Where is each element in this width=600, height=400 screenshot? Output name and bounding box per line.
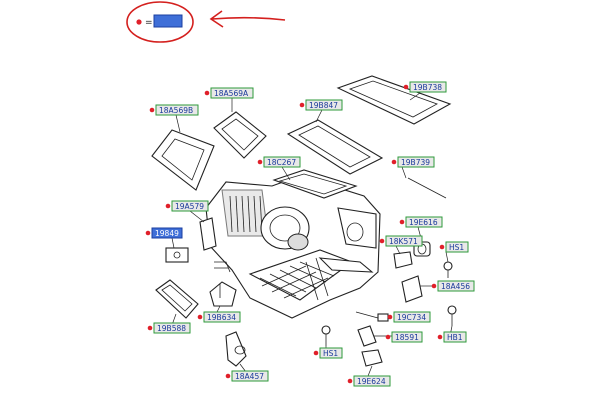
part-hvac-housing-18C267: [205, 169, 381, 319]
svg-text:19E624: 19E624: [357, 377, 386, 386]
part-seal-18A569B: [151, 129, 215, 191]
parts-line-art: [151, 75, 457, 367]
part-actuator-19849: [165, 247, 189, 263]
label-19B847[interactable]: 19B847: [299, 99, 343, 111]
svg-text:18C267: 18C267: [267, 158, 296, 167]
red-hand-drawn-circle: [126, 1, 194, 43]
label-19B634[interactable]: 19B634: [197, 311, 241, 323]
svg-text:19B634: 19B634: [207, 313, 236, 322]
label-HS1-upper[interactable]: HS1: [439, 241, 469, 253]
svg-text:18A456: 18A456: [441, 282, 470, 291]
part-gasket-19B738: [336, 75, 452, 125]
legend-highlight-box: [153, 14, 183, 28]
svg-text:HS1: HS1: [323, 349, 338, 358]
part-bracket-19A579: [199, 217, 217, 251]
label-18C267[interactable]: 18C267: [257, 156, 301, 168]
part-cover-19B588: [155, 279, 199, 319]
label-19E616[interactable]: 19E616: [399, 216, 443, 228]
label-18A457[interactable]: 18A457: [225, 370, 269, 382]
svg-text:18A569B: 18A569B: [159, 106, 193, 115]
svg-text:18A569A: 18A569A: [214, 89, 249, 98]
label-19B588[interactable]: 19B588: [147, 322, 191, 334]
label-18591[interactable]: 18591: [385, 331, 423, 343]
part-seal-18A569A: [213, 111, 267, 159]
svg-text:18K571: 18K571: [389, 237, 418, 246]
label-18A569A[interactable]: 18A569A: [204, 87, 254, 99]
svg-text:19A579: 19A579: [175, 202, 204, 211]
label-18K571[interactable]: 18K571: [379, 235, 423, 247]
svg-text:19C734: 19C734: [397, 313, 426, 322]
svg-text:HB1: HB1: [447, 333, 463, 342]
part-screw-HS1-b: [321, 325, 331, 346]
part-connector-19E624: [361, 349, 383, 367]
part-bracket-18A456: [401, 275, 423, 303]
legend-equals: =: [145, 18, 153, 28]
part-rod-19B739: [407, 177, 447, 199]
label-19B739[interactable]: 19B739: [391, 156, 435, 168]
svg-text:19B588: 19B588: [157, 324, 186, 333]
svg-text:19B847: 19B847: [309, 101, 338, 110]
label-HB1[interactable]: HB1: [437, 331, 467, 343]
part-filter-frame-19B847: [286, 119, 384, 175]
svg-text:19B738: 19B738: [413, 83, 442, 92]
part-pipe-18A457: [225, 331, 247, 367]
svg-text:19E616: 19E616: [409, 218, 438, 227]
red-pointer-arrow: [209, 10, 286, 28]
svg-text:19B739: 19B739: [401, 158, 430, 167]
part-bolt-HB1: [447, 305, 457, 326]
part-sensor-19C734: [355, 311, 389, 322]
label-HS1-lower[interactable]: HS1: [313, 347, 343, 359]
label-18A569B[interactable]: 18A569B: [149, 104, 199, 116]
label-19E624[interactable]: 19E624: [347, 375, 391, 387]
label-19C734[interactable]: 19C734: [387, 311, 431, 323]
part-screw-HS1-a: [443, 261, 453, 278]
part-actuator-19B634: [209, 281, 237, 307]
legend-dot: [136, 19, 142, 25]
part-valve-18591: [357, 325, 377, 347]
label-19849[interactable]: 19849: [145, 227, 183, 239]
svg-text:18591: 18591: [395, 333, 419, 342]
svg-text:HS1: HS1: [449, 243, 464, 252]
label-18A456[interactable]: 18A456: [431, 280, 475, 292]
part-clip-18K571: [393, 251, 413, 269]
label-19B738[interactable]: 19B738: [403, 81, 447, 93]
svg-text:18A457: 18A457: [235, 372, 264, 381]
part-labels: 19B738 18A569A 18A569B 19B847 18C267 19B…: [145, 81, 475, 387]
svg-text:19849: 19849: [155, 229, 179, 238]
label-19A579[interactable]: 19A579: [165, 200, 209, 212]
wire-connector: [214, 261, 231, 273]
annotation-group: =: [126, 1, 286, 43]
